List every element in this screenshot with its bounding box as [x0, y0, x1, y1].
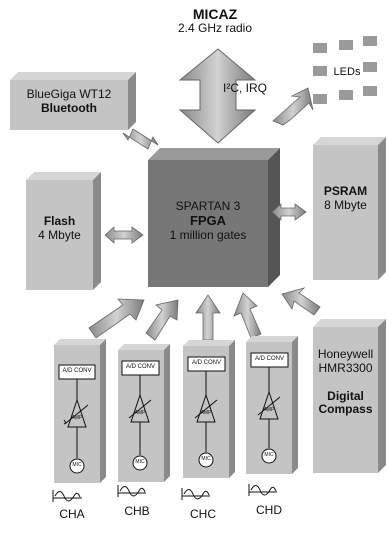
chb-adc-label: A/D CONV — [125, 364, 155, 370]
bluegiga-model: BlueGiga WT12 — [26, 87, 112, 101]
chb-fpga-arrow — [145, 299, 179, 341]
chd-adc-label: A/D CONV — [254, 356, 284, 362]
cha-amp-label: AMP — [71, 415, 83, 421]
compass-box — [313, 319, 386, 473]
bus-label: I²C, IRQ — [223, 81, 267, 95]
psram-name: PSRAM — [323, 184, 368, 198]
flash-name: Flash — [43, 214, 76, 228]
psram-fpga-arrow — [271, 203, 307, 221]
cha-mic-label: MIC — [72, 462, 82, 468]
micaz-arrow — [178, 48, 257, 144]
chb-name: CHB — [124, 504, 150, 518]
chc-adc-label: A/D CONV — [191, 360, 221, 366]
fpga-box — [148, 148, 280, 287]
chb-mic-label: MIC — [135, 459, 145, 465]
micaz-label: MICAZ 2.4 GHz radio — [160, 6, 270, 36]
fpga-line2: FPGA — [189, 212, 227, 228]
chb-column — [117, 344, 170, 497]
chd-column — [246, 336, 298, 496]
led-grid — [313, 36, 377, 104]
bluegiga-label: BlueGiga WT12 Bluetooth — [10, 87, 128, 116]
flash-size: 4 Mbyte — [38, 227, 81, 242]
chc-mic-label: MIC — [201, 456, 211, 462]
leds-label: LEDs — [333, 66, 361, 78]
bluegiga-type: Bluetooth — [41, 100, 97, 115]
micaz-desc: 2.4 GHz radio — [177, 21, 253, 36]
bluegiga-fpga-arrow — [122, 128, 159, 150]
bluegiga-box — [10, 72, 136, 130]
chc-amp-label: AMP — [200, 410, 212, 416]
flash-fpga-arrow — [104, 226, 144, 244]
flash-box — [26, 172, 101, 290]
fpga-line3: 1 million gates — [169, 227, 247, 242]
compass-maker: Honeywell — [317, 347, 374, 361]
chd-amp-label: AMP — [263, 407, 275, 413]
chd-fpga-arrow — [233, 292, 262, 339]
chc-name: CHC — [190, 507, 216, 521]
cha-adc-label: A/D CONV — [62, 368, 92, 374]
cha-name: CHA — [59, 507, 85, 521]
compass-label: Honeywell HMR3300 Digital Compass — [313, 347, 378, 417]
chb-amp-label: AMP — [134, 410, 146, 416]
flash-label: Flash 4 Mbyte — [26, 214, 93, 243]
psram-size: 8 Mbyte — [324, 197, 367, 212]
chd-mic-label: MIC — [264, 452, 274, 458]
fpga-line1: SPARTAN 3 — [175, 199, 241, 213]
compass-model: HMR3300 — [318, 360, 373, 375]
leds-fpga-arrow — [272, 87, 314, 126]
compass-fpga-arrow — [281, 287, 321, 316]
psram-box — [313, 137, 386, 280]
chc-fpga-arrow — [195, 294, 221, 341]
micaz-name: MICAZ — [192, 6, 238, 22]
compass-line2: Compass — [318, 402, 373, 417]
fpga-label: SPARTAN 3 FPGA 1 million gates — [148, 199, 268, 243]
cha-column — [52, 339, 106, 502]
chc-column — [181, 340, 235, 500]
compass-line1: Digital — [327, 388, 364, 403]
psram-label: PSRAM 8 Mbyte — [313, 184, 378, 213]
cha-fpga-arrow — [88, 298, 145, 339]
chd-name: CHD — [256, 503, 282, 517]
